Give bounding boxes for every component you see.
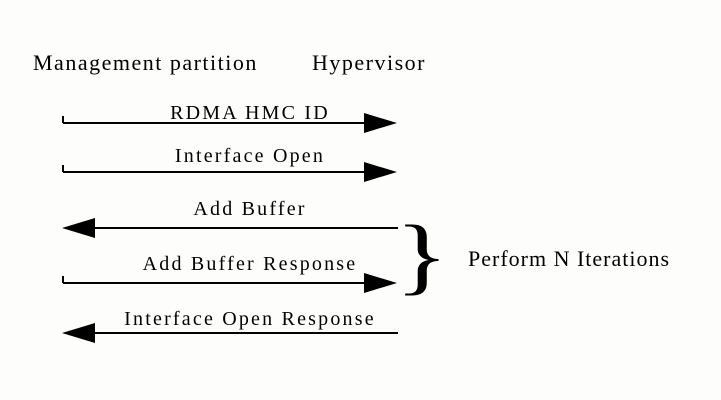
message-line [94,227,398,229]
arrowhead-right-icon [364,162,397,182]
message-line [63,171,365,173]
arrowhead-left-icon [62,323,95,343]
iteration-brace: } [395,207,449,303]
participant-hypervisor: Hypervisor [312,50,426,75]
line-start-tick [62,116,64,123]
iteration-annotation-label: Perform N Iterations [468,246,671,271]
message-line [63,282,365,284]
message-label: Add Buffer [193,198,307,220]
message-label: Interface Open Response [124,308,376,330]
arrowhead-right-icon [364,113,397,133]
arrowhead-left-icon [62,218,95,238]
participant-management-partition: Management partition [33,50,258,75]
message-label: Add Buffer Response [142,253,358,275]
message-label: RDMA HMC ID [170,102,330,124]
message-label: Interface Open [174,145,326,167]
line-start-tick [62,276,64,283]
arrowhead-right-icon [364,273,397,293]
message-line [94,332,398,334]
message-line [63,122,365,124]
line-start-tick [62,165,64,172]
